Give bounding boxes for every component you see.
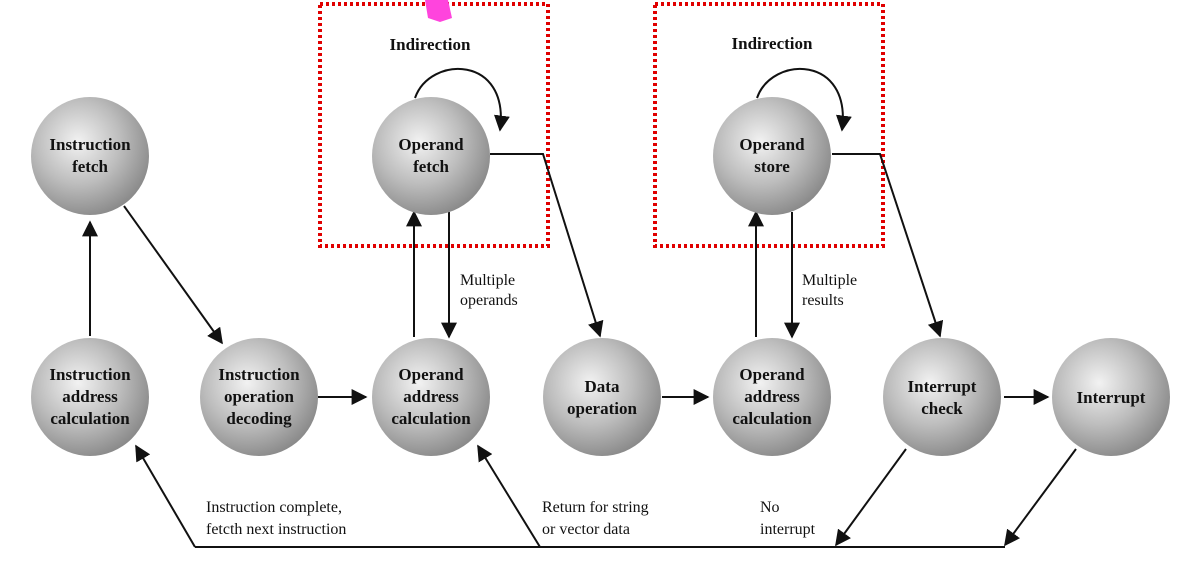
arrow-bottom-to-opaddr bbox=[477, 444, 541, 548]
node-instruction-fetch: Instruction fetch bbox=[31, 97, 149, 215]
arrow-bottom-to-instraddr bbox=[135, 444, 196, 548]
highlight-mark bbox=[425, 0, 452, 22]
note-multiple-results: Multiple bbox=[802, 272, 857, 289]
node-label: store bbox=[754, 157, 790, 176]
note-no-interrupt: No bbox=[760, 499, 780, 516]
node-label: calculation bbox=[391, 409, 471, 428]
node-label: address bbox=[744, 387, 800, 406]
node-label: Operand bbox=[398, 365, 464, 384]
node-data-operation: Data operation bbox=[543, 338, 661, 456]
node-label: decoding bbox=[226, 409, 292, 428]
node-label: address bbox=[62, 387, 118, 406]
node-operand-address-calculation-1: Operand address calculation bbox=[372, 338, 490, 456]
node-instruction-address-calculation: Instruction address calculation bbox=[31, 338, 149, 456]
note-multiple-operands: Multiple bbox=[460, 272, 515, 289]
arrow-opfetch-to-dataop bbox=[490, 153, 604, 338]
node-label: Operand bbox=[739, 365, 805, 384]
node-label: Operand bbox=[398, 135, 464, 154]
note-instruction-complete: fetcth next instruction bbox=[206, 521, 346, 538]
indirection-box-right bbox=[653, 2, 885, 248]
node-interrupt-check: Interrupt check bbox=[883, 338, 1001, 456]
note-multiple-results: results bbox=[802, 292, 844, 309]
node-instruction-operation-decoding: Instruction operation decoding bbox=[200, 338, 318, 456]
arrow-opstore-to-intcheck bbox=[832, 153, 944, 338]
arrow-fetch-to-decoding bbox=[123, 205, 223, 345]
node-label: operation bbox=[567, 399, 637, 418]
node-label: calculation bbox=[50, 409, 130, 428]
node-label: Instruction bbox=[49, 135, 131, 154]
node-label: operation bbox=[224, 387, 294, 406]
node-label: Interrupt bbox=[908, 377, 977, 396]
note-no-interrupt: interrupt bbox=[760, 521, 816, 538]
arrow-interrupt-to-bottom bbox=[1004, 448, 1077, 547]
arrow-opfetch-self-loop bbox=[414, 68, 510, 132]
node-interrupt: Interrupt bbox=[1052, 338, 1170, 456]
node-operand-store: Operand store bbox=[713, 97, 831, 215]
indirection-title-right: Indirection bbox=[732, 34, 813, 53]
node-label: Instruction bbox=[49, 365, 131, 384]
node-label: address bbox=[403, 387, 459, 406]
node-label: fetch bbox=[72, 157, 108, 176]
node-label: Operand bbox=[739, 135, 805, 154]
node-operand-address-calculation-2: Operand address calculation bbox=[713, 338, 831, 456]
note-return-string: Return for string bbox=[542, 499, 649, 516]
node-label: Interrupt bbox=[1077, 388, 1146, 407]
node-label: Instruction bbox=[218, 365, 300, 384]
note-instruction-complete: Instruction complete, bbox=[206, 499, 342, 516]
node-label: fetch bbox=[413, 157, 449, 176]
node-label: Data bbox=[585, 377, 620, 396]
arrow-intcheck-to-bottom bbox=[835, 448, 907, 547]
note-multiple-operands: operands bbox=[460, 292, 518, 309]
node-operand-fetch: Operand fetch bbox=[372, 97, 490, 215]
node-label: check bbox=[921, 399, 963, 418]
indirection-title-left: Indirection bbox=[390, 35, 471, 54]
arrow-opstore-self-loop bbox=[756, 68, 852, 132]
node-label: calculation bbox=[732, 409, 812, 428]
note-return-string: or vector data bbox=[542, 521, 630, 538]
